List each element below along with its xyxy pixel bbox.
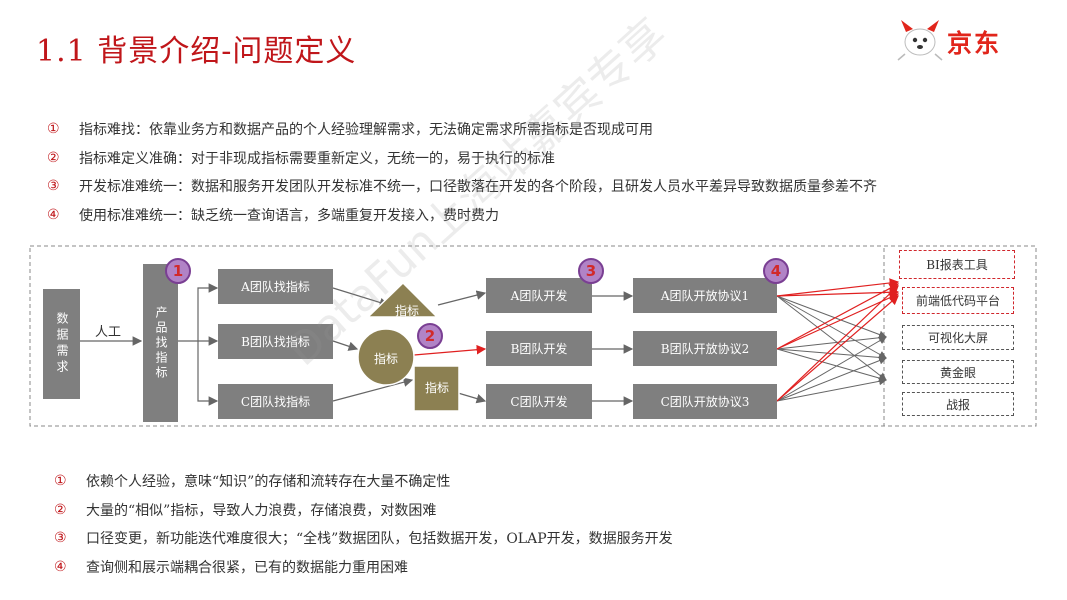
indicator-circle [357,328,415,386]
bottom-consequence-list: ① 依赖个人经验，意味“知识”的存储和流转存在大量不确定性 ② 大量的“相似”指标，… [54,467,673,581]
top-problem-list: ① 指标难找：依靠业务方和数据产品的个人经验理解需求，无法确定需求所需指标是否现成… [47,115,877,229]
protocol-b-label: B团队开放协议2 [660,342,750,356]
product-find-box: 产品找指标 [143,264,178,422]
list-item: ③ 开发标准难统一：数据和服务开发团队开发标准不统一，口径散落在开发的各个阶段，且… [47,172,877,201]
list-item: ④ 查询侧和展示端耦合很紧，已有的数据能力重用困难 [54,553,673,582]
item-text: 开发标准难统一：数据和服务开发团队开发标准不统一，口径散落在开发的各个阶段，且研… [79,179,877,196]
badge-1: 1 [165,258,191,284]
list-item: ① 依赖个人经验，意味“知识”的存储和流转存在大量不确定性 [54,467,673,496]
product-find-label: 产品找指标 [154,305,168,381]
consumer-label: BI报表工具 [926,258,988,272]
item-number: ④ [54,558,67,575]
item-text: 大量的“相似”指标，导致人力浪费，存储浪费，对数困难 [86,502,437,519]
list-item: ② 指标难定义准确：对于非现成指标需要重新定义，无统一的，易于执行的标准 [47,144,877,173]
consumer-golden-eye: 黄金眼 [902,360,1014,384]
consumer-label: 战报 [945,397,970,412]
badge-2: 2 [417,323,443,349]
logo-text: 京东 [947,29,1002,58]
item-number: ② [54,501,67,518]
protocol-c-box: C团队开放协议3 [633,384,777,419]
jd-logo: 京东 [895,18,1025,62]
team-dev-a-box: A团队开发 [486,278,592,313]
indicator-square [413,365,460,412]
item-text: 依赖个人经验，意味“知识”的存储和流转存在大量不确定性 [86,474,451,491]
consumer-battle-report: 战报 [902,392,1014,416]
protocol-c-label: C团队开放协议3 [660,395,750,409]
item-number: ④ [47,206,60,223]
item-number: ① [47,121,60,138]
list-item: ① 指标难找：依靠业务方和数据产品的个人经验理解需求，无法确定需求所需指标是否现成… [47,115,877,144]
item-text: 口径变更，新功能迭代难度很大；“全栈”数据团队，包括数据开发，OLAP开发，数据… [86,531,673,548]
consumer-bi-tool: BI报表工具 [899,250,1015,279]
team-find-b-label: B团队找指标 [241,335,310,349]
jd-dog-mascot-icon [897,20,943,61]
item-text: 指标难找：依靠业务方和数据产品的个人经验理解需求，无法确定需求所需指标是否现成可… [79,122,653,139]
item-number: ② [47,149,60,166]
item-number: ① [54,473,67,490]
team-dev-c-label: C团队开发 [510,395,568,409]
indicator-circle-label: 指标 [374,352,399,366]
team-dev-b-label: B团队开发 [510,342,568,356]
data-demand-box: 数据需求 [43,289,80,399]
protocol-a-box: A团队开放协议1 [633,278,777,313]
badge-3: 3 [578,258,604,284]
consumer-label: 前端低代码平台 [915,294,1000,308]
team-find-a-box: A团队找指标 [218,269,333,304]
page-title: 1.1 背景介绍-问题定义 [36,34,357,69]
team-dev-a-label: A团队开发 [510,289,568,303]
team-find-b-box: B团队找指标 [218,324,333,359]
team-find-c-label: C团队找指标 [240,395,311,409]
protocol-b-box: B团队开放协议2 [633,331,777,366]
indicator-triangle-label: 指标 [395,304,420,318]
consumer-big-screen: 可视化大屏 [902,325,1014,350]
item-number: ③ [47,178,60,195]
protocol-a-label: A团队开放协议1 [660,289,750,303]
consumer-label: 黄金眼 [939,365,976,380]
manual-label: 人工 [95,325,122,340]
indicator-square-label: 指标 [425,381,450,395]
indicator-triangle [366,281,439,318]
consumer-label: 可视化大屏 [927,331,988,345]
list-item: ④ 使用标准难统一：缺乏统一查询语言，多端重复开发接入，费时费力 [47,201,877,230]
consumer-lowcode-platform: 前端低代码平台 [902,287,1014,314]
item-text: 使用标准难统一：缺乏统一查询语言，多端重复开发接入，费时费力 [79,207,499,224]
team-dev-b-box: B团队开发 [486,331,592,366]
team-find-c-box: C团队找指标 [218,384,333,419]
list-item: ③ 口径变更，新功能迭代难度很大；“全栈”数据团队，包括数据开发，OLAP开发，数… [54,524,673,553]
item-number: ③ [54,530,67,547]
data-demand-label: 数据需求 [55,312,69,376]
team-dev-c-box: C团队开发 [486,384,592,419]
badge-4: 4 [763,258,789,284]
list-item: ② 大量的“相似”指标，导致人力浪费，存储浪费，对数困难 [54,496,673,525]
team-find-a-label: A团队找指标 [241,280,310,294]
item-text: 指标难定义准确：对于非现成指标需要重新定义，无统一的，易于执行的标准 [79,150,555,167]
item-text: 查询侧和展示端耦合很紧，已有的数据能力重用困难 [86,559,408,576]
